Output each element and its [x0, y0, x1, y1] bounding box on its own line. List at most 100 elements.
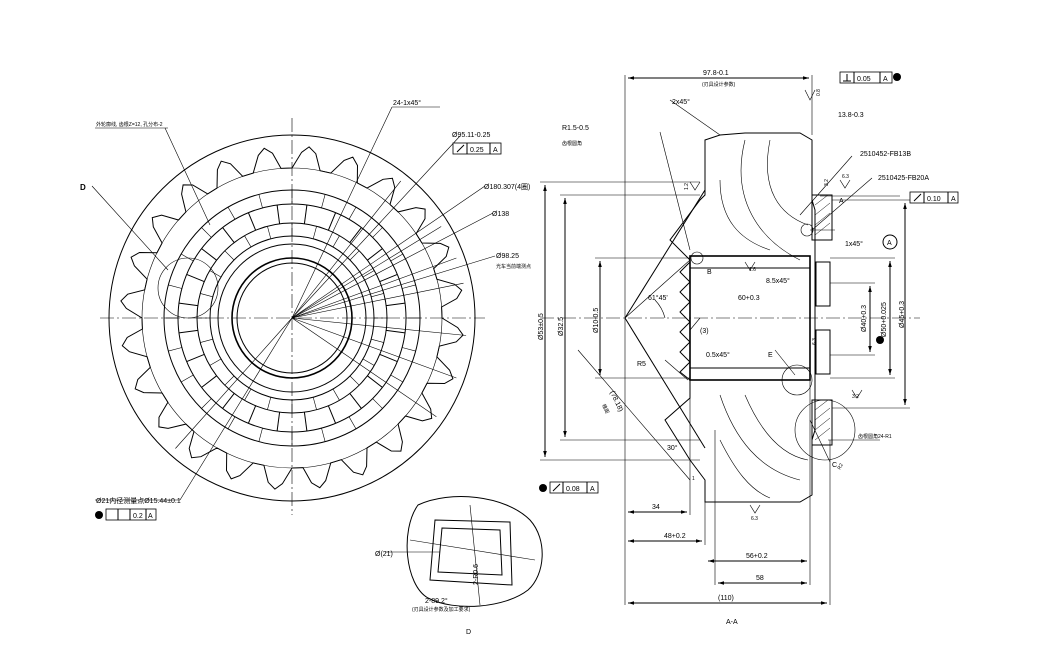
measurement-ray [291, 317, 437, 418]
radial-web-line [168, 284, 182, 289]
detail-note: (刃具设计参数及加工要求) [412, 606, 471, 613]
radial-rib-line [349, 227, 362, 243]
ra-16-label: 1.6 [749, 267, 756, 273]
radial-web-line [267, 226, 272, 239]
radial-web-line [362, 358, 375, 366]
radial-web-line [348, 206, 357, 220]
radial-rib-line [327, 212, 337, 231]
dim-85-label: 8.5x45° [766, 277, 790, 285]
perp-datum: A [883, 76, 888, 83]
d-marker-label: D [80, 183, 86, 192]
point-b-circle [690, 251, 704, 265]
gear-body-outline [664, 132, 816, 503]
detail-e-circle [781, 364, 813, 396]
dim-110-label: (110) [718, 595, 734, 602]
radial-rib-line [178, 329, 198, 334]
dim-10-label: Ø10-0.5 [593, 308, 600, 333]
radial-web-line [390, 253, 404, 262]
chamfer1-label: 1x45° [845, 240, 863, 248]
dim-3-label: (3) [700, 328, 709, 335]
position-frame: 0.2 A [95, 508, 157, 521]
radial-web-line [321, 194, 326, 208]
ra-12-label: 1.2 [684, 183, 690, 190]
radial-web-line [349, 375, 360, 386]
dim-78-label: (78.18) [608, 390, 624, 413]
radial-web-line [371, 293, 384, 298]
section-view-aa: 97.8-0.1 (刃具设计参数) 0.05 A 2x45° R1.5-0.5 … [538, 70, 959, 626]
r15-label: R1.5-0.5 [562, 125, 589, 132]
label-e: E [768, 352, 773, 359]
radial-rib-line [247, 212, 257, 231]
radial-web-line [224, 375, 235, 386]
ra-08-label: 0.8 [816, 89, 822, 96]
runout-010-frame: 0.10 A [909, 191, 959, 204]
radial-web-line [209, 270, 222, 278]
r5-label: R5 [637, 361, 646, 368]
radial-rib-line [386, 329, 406, 334]
front-view: D 外轮廓线, 齿根Z=12, 孔分布-2 24-1x45° Ø95.11-0.… [80, 99, 531, 521]
chamfer-label: 24-1x45° [393, 99, 421, 107]
radial-rib-line [201, 375, 217, 388]
dim-05-label: 0.5x45° [706, 351, 730, 359]
radial-web-line [372, 227, 383, 238]
measurement-ray [291, 282, 464, 319]
measurement-ray [291, 180, 402, 319]
radial-web-line [402, 284, 416, 289]
radial-web-line [362, 270, 375, 278]
radial-web-line [312, 397, 317, 410]
detail-c-circle [794, 399, 856, 461]
point-a-circle [800, 223, 814, 237]
outer-circle [108, 134, 476, 502]
callout-a-label: A [839, 198, 844, 205]
radial-web-line [227, 206, 236, 220]
radial-web-line [390, 374, 404, 383]
dim-78-note: 锥距 [600, 403, 611, 415]
small-1-label: 1 [692, 476, 695, 482]
radial-web-line [227, 416, 236, 430]
detail-d-circle [157, 257, 219, 319]
leader-98 [291, 255, 496, 319]
measurement-ray [291, 317, 457, 379]
radial-rib-line [327, 405, 337, 424]
radial-web-line [321, 428, 326, 442]
radial-web-line [402, 347, 416, 352]
angle-30-label: 30° [667, 444, 678, 452]
runout-008-value: 0.08 [566, 486, 580, 493]
radial-web-line [312, 226, 317, 239]
radial-web-line [349, 250, 360, 261]
radial-rib-line [178, 302, 198, 307]
top-note-label: (刃具设计参数) [702, 81, 736, 88]
dim-48-label: 48+0.2 [664, 533, 686, 540]
section-title: A-A [726, 619, 738, 626]
dim-34-label: 34 [652, 504, 660, 511]
top-dim-label: 97.8-0.1 [703, 70, 729, 77]
bottom-dim-label: Ø21内径测量点Ø15.44±0.1 [96, 496, 181, 505]
datum-a-circle [882, 234, 898, 250]
detail-view-d: Ø(21) 2-R0.6 2-89.2° (刃具设计参数及加工要求) D [375, 496, 543, 636]
gear-teeth [120, 146, 464, 490]
measurement-ray [291, 317, 467, 336]
radial-web-line [224, 250, 235, 261]
perp-value: 0.05 [857, 76, 871, 83]
part-a-label: 2510425-FB20A [878, 175, 929, 182]
measurement-ray [291, 226, 442, 319]
dim-13-label: 13.8-0.3 [838, 112, 864, 119]
dia-138-label: Ø138 [492, 211, 509, 218]
dim-53-label: Ø53±0.5 [538, 313, 545, 340]
runout-010-value: 0.10 [927, 196, 941, 203]
radial-rib-line [303, 204, 308, 224]
radial-rib-line [186, 353, 205, 363]
leader-95 [291, 135, 461, 319]
radial-rib-line [386, 302, 406, 307]
radial-web-line [244, 388, 252, 401]
radial-rib-line [349, 393, 362, 409]
dia-95-label: Ø95.11-0.25 [452, 132, 491, 139]
pos-a-datum: A [148, 513, 153, 520]
runout-010-datum: A [951, 196, 956, 203]
radial-web-line [258, 194, 263, 208]
dia-98-label: Ø98.25 [496, 253, 519, 260]
pos-02-value: 0.2 [133, 513, 143, 520]
radial-web-line [180, 253, 194, 262]
runout-008-datum: A [590, 486, 595, 493]
radial-rib-line [367, 375, 383, 388]
